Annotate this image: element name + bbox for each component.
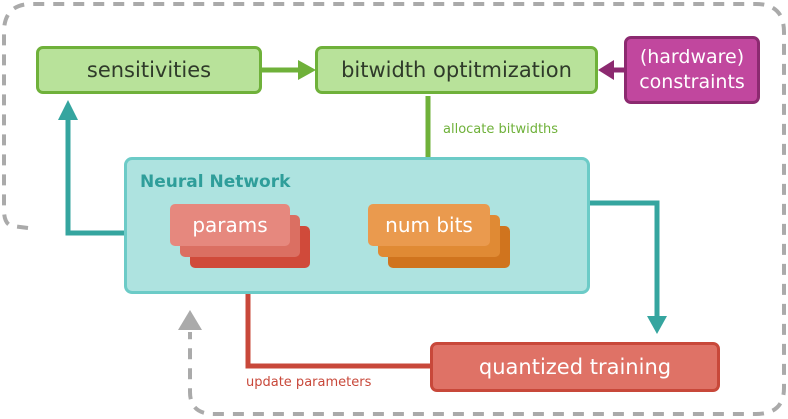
- update-parameters-label: update parameters: [246, 375, 372, 390]
- num-bits-label: num bits: [385, 213, 473, 237]
- outer-loop-arrowhead: [178, 310, 202, 330]
- sensitivities-label: sensitivities: [86, 58, 212, 82]
- bitwidth-optimization-node: bitwidth optitmization: [315, 46, 598, 94]
- quantized-training-label: quantized training: [478, 355, 672, 379]
- num-bits-card-front: num bits: [368, 204, 490, 246]
- sensitivities-node: sensitivities: [36, 46, 262, 94]
- constraints-label-line1: (hardware): [639, 46, 745, 68]
- params-label: params: [192, 213, 268, 237]
- constraints-node: (hardware) constraints: [624, 36, 760, 104]
- arrow-constraints-to-opt-head: [598, 60, 614, 80]
- arrow-training-to-params: [245, 282, 432, 369]
- neural-network-title: Neural Network: [140, 172, 291, 192]
- arrow-sens-to-opt-head: [298, 60, 316, 80]
- arrow-nn-to-training-head: [647, 316, 667, 334]
- arrow-nn-to-sens: [65, 118, 126, 236]
- constraints-label-line2: constraints: [639, 71, 745, 93]
- bitwidth-optimization-label: bitwidth optitmization: [341, 58, 572, 82]
- allocate-bitwidths-label: allocate bitwidths: [443, 122, 559, 137]
- arrow-nn-to-training: [588, 200, 660, 318]
- quantized-training-node: quantized training: [430, 342, 720, 392]
- arrow-nn-to-sens-head: [58, 100, 78, 120]
- params-card-front: params: [170, 204, 290, 246]
